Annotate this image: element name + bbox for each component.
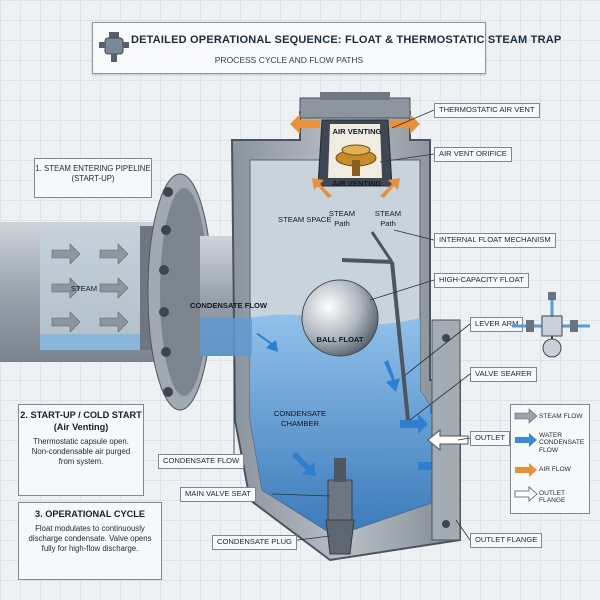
callout-condensate-flow: CONDENSATE FLOW (158, 454, 245, 469)
inline-labels: AIR VENTING AIR VENTING STEAM SPACE STEA… (71, 127, 401, 428)
legend-air-arrow (515, 463, 537, 477)
condensate-chamber-label-1: CONDENSATE (274, 409, 326, 418)
callout-main-valve-seat: MAIN VALVE SEAT (180, 487, 256, 502)
step2-heading1: 2. START-UP / COLD START (20, 410, 142, 420)
page-title: DETAILED OPERATIONAL SEQUENCE: FLOAT & T… (131, 34, 562, 46)
air-venting-top-label: AIR VENTING (333, 127, 382, 136)
step2-body2: Non-condensable air purged (31, 447, 131, 457)
step3-body3: fully for high-flow discharge. (41, 544, 139, 554)
step2-body1: Thermostatic capsule open. (33, 436, 129, 446)
condensate-water (250, 314, 440, 536)
thermostatic-capsule (335, 144, 377, 176)
legend-outlet-arrow (514, 486, 538, 502)
main-valve-assembly (325, 458, 355, 555)
step3-body1: Float modulates to continuously (35, 523, 145, 533)
step1-line1: 1. STEAM ENTERING PIPELINE (35, 164, 151, 173)
legend-outlet-label: OUTLET FLANGE (539, 490, 566, 505)
title-box: DETAILED OPERATIONAL SEQUENCE: FLOAT & T… (92, 22, 561, 74)
step1-line2: (START-UP) (71, 174, 115, 184)
callout-air-vent-orifice: AIR VENT ORIFICE (434, 147, 512, 162)
callout-lever-arm: LEVER ARM (470, 317, 524, 332)
steam-trap-icon (99, 32, 129, 62)
legend-water-arrow (515, 433, 537, 447)
legend-steam-arrow (514, 408, 538, 424)
leader-lines (233, 109, 471, 543)
step2-body3: from system. (58, 457, 104, 467)
legend-item-outlet: OUTLET FLANGE (539, 490, 589, 505)
callout-high-capacity-float: HIGH-CAPACITY FLOAT (434, 273, 529, 288)
step3-panel: 3. OPERATIONAL CYCLE Float modulates to … (18, 502, 162, 580)
legend-water-label-1: WATER (539, 432, 563, 439)
outlet-arrow (427, 428, 469, 452)
steam-path-2b-label: Path (380, 219, 396, 228)
callout-condensate-plug: CONDENSATE PLUG (212, 535, 297, 550)
step3-heading: 3. OPERATIONAL CYCLE (35, 509, 145, 519)
page-subtitle: PROCESS CYCLE AND FLOW PATHS (214, 55, 364, 65)
inlet-flange (147, 173, 213, 411)
legend-water-label-2: CONDENSATE FLOW (539, 439, 585, 454)
legend-item-air: AIR FLOW (539, 466, 571, 473)
outlet-flange-part (431, 319, 461, 541)
callout-outlet: OUTLET (470, 431, 510, 446)
step2-heading2: (Air Venting) (53, 421, 109, 432)
step2-panel: 2. START-UP / COLD START (Air Venting) T… (18, 404, 144, 496)
condensate-flow-pipe-label: CONDENSATE FLOW (190, 301, 268, 310)
steam-flow-arrows (51, 243, 129, 333)
callout-valve-seater: VALVE SEARER (470, 367, 537, 382)
callout-internal-float-mechanism: INTERNAL FLOAT MECHANISM (434, 233, 556, 248)
ball-float-label: BALL FLOAT (317, 335, 364, 344)
legend-swatches (514, 408, 538, 502)
condensate-chamber-label-2: CHAMBER (281, 419, 319, 428)
legend-steam-label: STEAM FLOW (539, 413, 583, 420)
steam-path-2a-label: STEAM (375, 209, 401, 218)
steam-space-label: STEAM SPACE (278, 215, 331, 224)
step3-body2: discharge condensate. Valve opens (28, 534, 152, 544)
inlet-condensate (200, 318, 252, 356)
legend-item-steam: STEAM FLOW (539, 413, 583, 420)
legend-air-label: AIR FLOW (539, 466, 571, 473)
steam-pipe-label: STEAM (71, 284, 97, 293)
steam-path-1b-label: Path (334, 219, 350, 228)
float-mechanism (301, 231, 410, 421)
steam-path-1a-label: STEAM (329, 209, 355, 218)
legend: STEAM FLOW WATER CONDENSATE FLOW AIR FLO… (510, 404, 590, 514)
schematic-inset (512, 292, 590, 358)
step1-panel: 1. STEAM ENTERING PIPELINE (START-UP) (34, 158, 152, 198)
callout-outlet-flange: OUTLET FLANGE (470, 533, 543, 548)
air-venting-mid-label: AIR VENTING (333, 179, 382, 188)
callout-thermostatic-air-vent: THERMOSTATIC AIR VENT (434, 103, 540, 118)
legend-item-water: WATER CONDENSATE FLOW (539, 432, 589, 454)
